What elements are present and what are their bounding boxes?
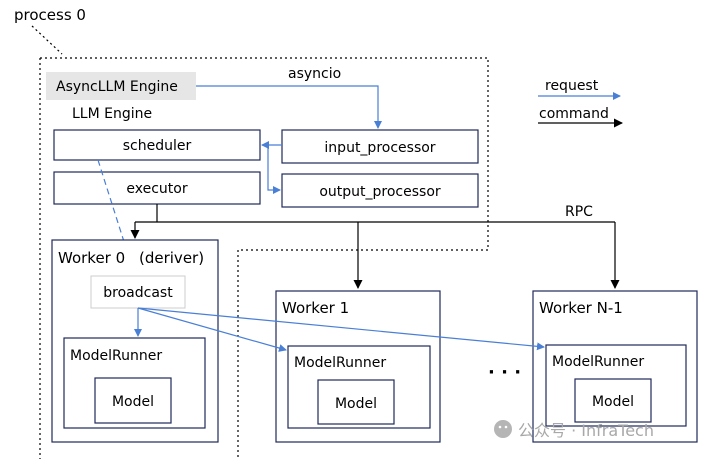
worker0-model-box [94,377,172,424]
worker1-modelrunner-label: ModelRunner [294,355,386,371]
workern-model-box [574,378,652,423]
broadcast-to-workern-arrow [137,307,545,351]
broadcast-to-worker1-arrow [137,307,287,352]
output-processor-box [281,173,479,208]
input-processor-label: input_processor [324,140,435,156]
worker1-model-label: Model [335,396,377,412]
workern-modelrunner-label: ModelRunner [552,354,644,370]
llm-engine-label: LLM Engine [72,106,152,122]
workern-label: Worker N-1 [539,299,623,317]
executor-box [53,171,261,205]
executor-label: executor [126,181,187,197]
legend-request-label: request [545,78,599,94]
worker1-label: Worker 1 [282,299,349,317]
process-label: process 0 [14,6,86,24]
broadcast-label: broadcast [103,285,173,301]
worker1-model-box [317,379,395,425]
input-processor-box [281,129,479,164]
output-processor-label: output_processor [319,184,441,200]
worker0-modelrunner-label: ModelRunner [70,348,162,364]
scheduler-box [53,129,261,161]
legend-command-label: command [539,106,609,122]
process-leader-line [31,25,63,55]
rpc-label: RPC [565,204,593,220]
wechat-watermark: 公众号 · InfraTech [494,420,654,440]
scheduler-to-output-arrow [267,145,281,194]
workern-model-label: Model [592,394,634,410]
async-llm-engine-label: AsyncLLM Engine [56,79,178,95]
asyncio-request-arrow [196,85,382,129]
workers-ellipsis: · · · [488,362,521,383]
async-llm-engine-box [46,72,196,100]
worker0-label: Worker 0 [58,249,125,267]
watermark-text: 公众号 · InfraTech [518,421,654,440]
asyncio-label: asyncio [288,66,341,82]
wechat-icon [494,420,512,438]
scheduler-label: scheduler [123,138,192,154]
worker0-role-label: (deriver) [139,249,204,267]
worker0-model-label: Model [112,394,154,410]
process-boundary [39,57,489,459]
